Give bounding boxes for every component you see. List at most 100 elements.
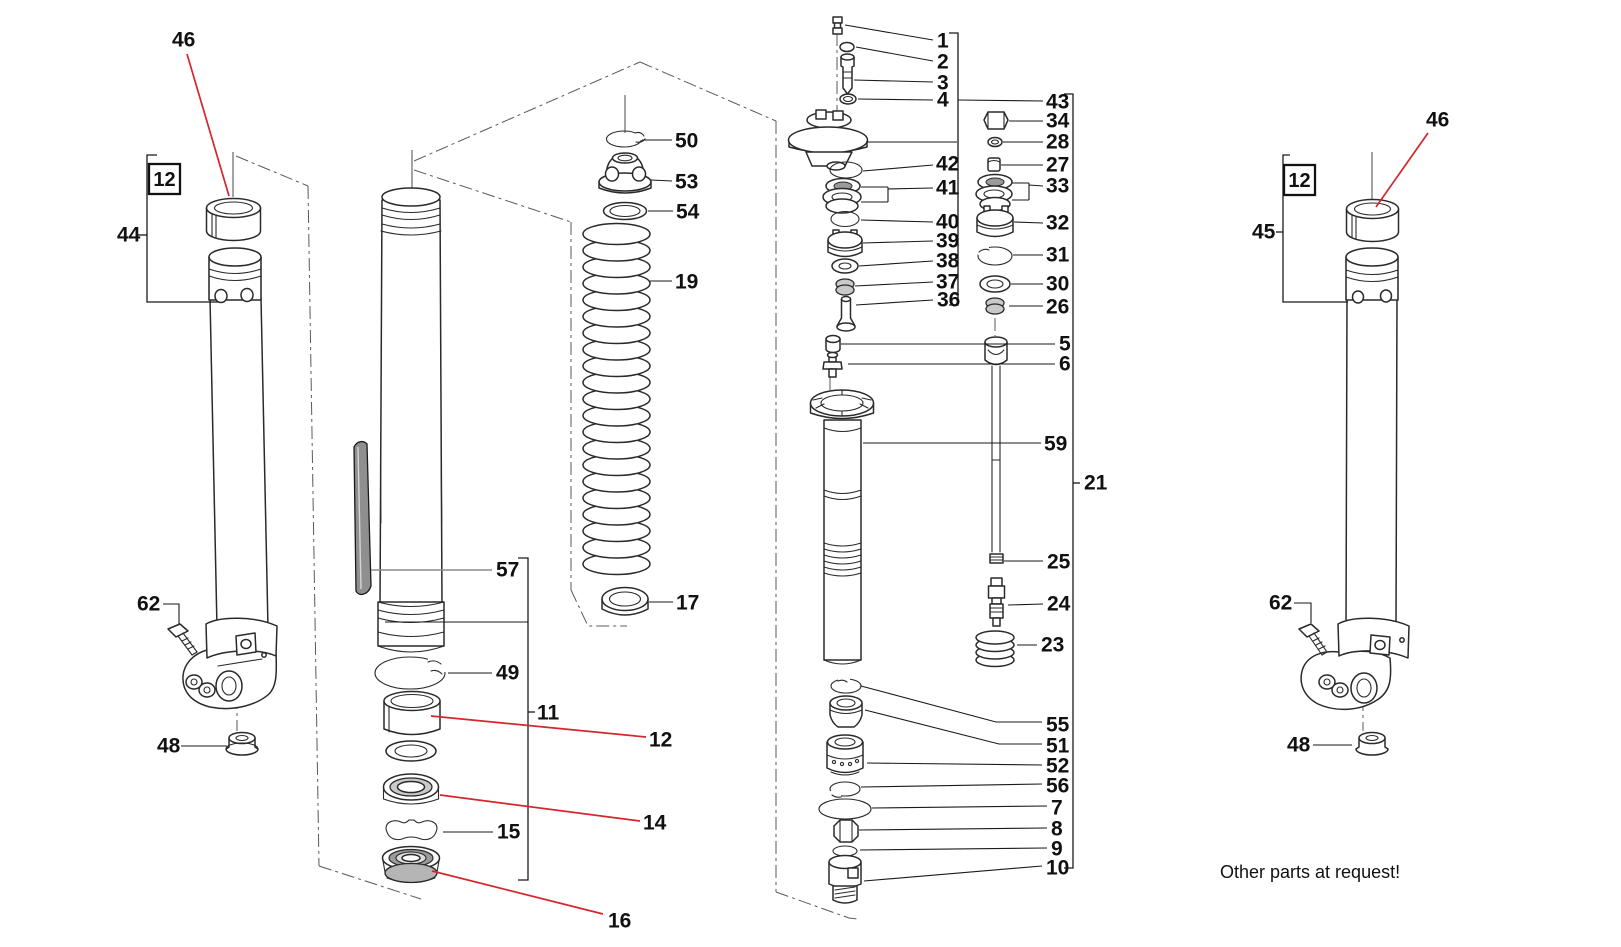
callout-14-red: 14 xyxy=(643,812,667,835)
callout-labels: 46 44 62 48 12 57 49 11 12 14 15 16 50 5… xyxy=(117,29,1449,933)
callout-42: 42 xyxy=(936,153,959,176)
callout-12-red: 12 xyxy=(649,729,672,752)
callout-62-left: 62 xyxy=(137,593,160,616)
right-axle-clamp-drawing xyxy=(1300,617,1410,711)
left-nut-48-drawing xyxy=(225,731,259,756)
callout-50: 50 xyxy=(675,130,698,153)
cartridge-column-drawing xyxy=(787,16,1015,904)
callout-7: 7 xyxy=(1051,797,1063,820)
clip-15-drawing xyxy=(385,819,438,841)
washer-54-drawing xyxy=(602,201,648,221)
left-bolt-62-drawing xyxy=(167,623,198,656)
callout-48-right: 48 xyxy=(1287,734,1311,757)
washer-drawing xyxy=(385,740,437,762)
callout-9: 9 xyxy=(1051,838,1063,861)
part-2-drawing xyxy=(839,41,855,53)
boxed-12-right-label: 12 xyxy=(1288,170,1310,192)
callout-11: 11 xyxy=(537,702,560,725)
callout-53: 53 xyxy=(675,171,698,194)
callout-10: 10 xyxy=(1046,857,1069,880)
right-tube-top-drawing xyxy=(1345,247,1399,304)
callout-38: 38 xyxy=(936,250,960,273)
left-fork-cap-drawing xyxy=(205,197,262,242)
protector-bar-57-drawing xyxy=(353,440,372,596)
spring-seat-17-drawing xyxy=(601,586,649,616)
callout-45: 45 xyxy=(1252,221,1276,244)
part-28-drawing xyxy=(987,136,1003,148)
callout-17: 17 xyxy=(676,592,699,615)
right-fork-cap-drawing xyxy=(1345,198,1400,243)
cartridge-59-drawing xyxy=(809,389,875,665)
part-10-drawing xyxy=(828,854,862,904)
callout-4: 4 xyxy=(937,89,949,112)
callout-52: 52 xyxy=(1046,755,1069,778)
part-36-drawing xyxy=(836,295,856,332)
part-39-drawing xyxy=(827,229,863,258)
callout-39: 39 xyxy=(936,230,959,253)
part-3-drawing xyxy=(840,53,855,95)
callout-54: 54 xyxy=(676,201,700,224)
callout-3: 3 xyxy=(937,72,949,95)
callout-46-left: 46 xyxy=(172,29,195,52)
callout-51: 51 xyxy=(1046,735,1070,758)
part-5-drawing xyxy=(825,334,841,354)
part-1-drawing xyxy=(832,16,843,35)
callout-5: 5 xyxy=(1059,333,1071,356)
circlip-50-drawing xyxy=(605,129,648,148)
part-41-drawing xyxy=(822,177,862,214)
callout-62-right: 62 xyxy=(1269,592,1292,615)
left-tube-top-drawing xyxy=(208,247,262,304)
part-26-drawing xyxy=(985,297,1005,315)
other-parts-note: Other parts at request! xyxy=(1220,862,1400,882)
part-30-drawing xyxy=(979,275,1011,293)
callout-57: 57 xyxy=(496,559,519,582)
callout-30: 30 xyxy=(1046,273,1069,296)
circlip-49-drawing xyxy=(374,656,450,690)
callout-49: 49 xyxy=(496,662,519,685)
callout-40: 40 xyxy=(936,211,959,234)
oil-seal-14-drawing xyxy=(382,773,440,805)
callout-33: 33 xyxy=(1046,175,1069,198)
spring-column-drawing xyxy=(582,129,652,616)
boxed-12-left-label: 12 xyxy=(153,169,175,191)
callout-31: 31 xyxy=(1046,244,1070,267)
part-40-drawing xyxy=(830,210,860,228)
callout-46-right: 46 xyxy=(1426,109,1449,132)
part-27-drawing xyxy=(987,157,1001,172)
callout-32: 32 xyxy=(1046,212,1069,235)
callout-37: 37 xyxy=(936,271,959,294)
boxed-12-left xyxy=(147,162,182,196)
leader-lines xyxy=(138,24,1352,882)
callout-28: 28 xyxy=(1046,131,1070,154)
part-9-drawing xyxy=(832,845,858,857)
callout-44: 44 xyxy=(117,224,141,247)
part-25-drawing xyxy=(989,553,1004,564)
callout-23: 23 xyxy=(1041,634,1064,657)
part-31-drawing xyxy=(977,246,1013,266)
cap-assembly-drawing xyxy=(787,109,869,171)
part-32-drawing xyxy=(976,205,1014,238)
bushing-12-drawing xyxy=(383,690,441,736)
callout-19: 19 xyxy=(675,271,698,294)
left-fork-leg-drawing xyxy=(167,197,278,756)
callout-41: 41 xyxy=(936,177,960,200)
part-4-drawing xyxy=(839,93,857,105)
callout-55: 55 xyxy=(1046,714,1070,737)
part-55-drawing xyxy=(830,677,862,694)
part-24-drawing xyxy=(987,577,1006,627)
callout-8: 8 xyxy=(1051,818,1063,841)
callout-48-left: 48 xyxy=(157,735,181,758)
spring-cap-53-drawing xyxy=(598,152,652,194)
part-52-drawing xyxy=(826,734,864,776)
left-axle-clamp-drawing xyxy=(182,617,278,710)
callout-16-red: 16 xyxy=(608,910,631,933)
callout-1: 1 xyxy=(937,30,949,53)
part-38-drawing xyxy=(831,258,859,274)
callout-25: 25 xyxy=(1047,551,1071,574)
callout-6: 6 xyxy=(1059,353,1071,376)
part-33-drawing xyxy=(975,173,1013,212)
inner-tube-and-seals-drawing xyxy=(353,187,450,884)
callout-56: 56 xyxy=(1046,775,1069,798)
